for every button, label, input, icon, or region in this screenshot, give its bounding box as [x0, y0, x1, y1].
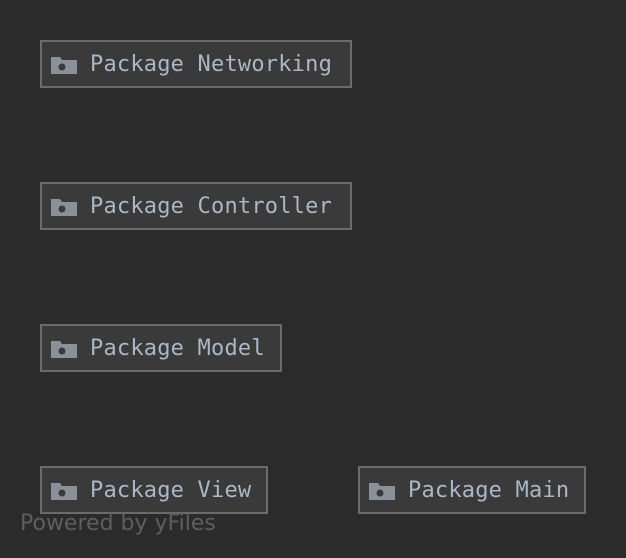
package-node-label: Package Controller [90, 193, 333, 219]
package-node-model[interactable]: Package Model [40, 324, 282, 372]
folder-icon [50, 337, 78, 359]
package-node-label: Package Model [90, 335, 265, 361]
folder-icon [368, 479, 396, 501]
package-node-label: Package View [90, 477, 252, 503]
folder-icon [50, 479, 78, 501]
folder-icon [50, 53, 78, 75]
folder-icon [50, 195, 78, 217]
package-node-networking[interactable]: Package Networking [40, 40, 352, 88]
package-node-view[interactable]: Package View [40, 466, 268, 514]
package-node-main[interactable]: Package Main [358, 466, 586, 514]
package-node-controller[interactable]: Package Controller [40, 182, 352, 230]
package-node-label: Package Networking [90, 51, 333, 77]
powered-by-watermark: Powered by yFiles [20, 511, 216, 536]
package-node-label: Package Main [408, 477, 570, 503]
